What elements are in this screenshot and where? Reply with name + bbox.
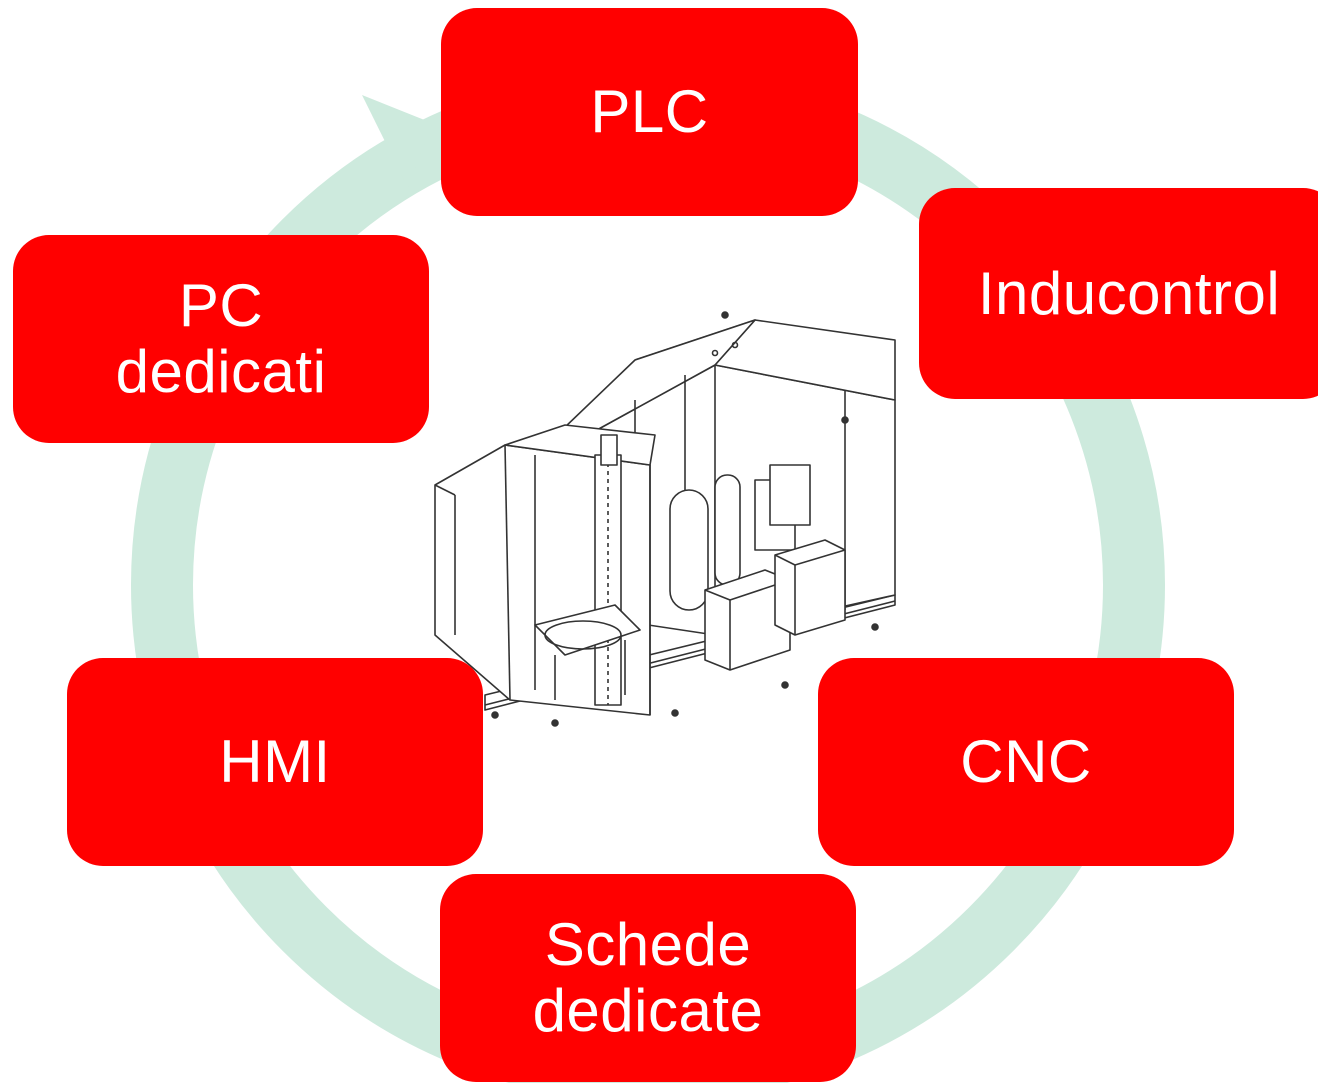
- node-inducontrol: Inducontrol: [919, 188, 1318, 399]
- node-pc-dedicati: PC dedicati: [13, 235, 429, 443]
- node-plc: PLC: [441, 8, 858, 216]
- node-cnc: CNC: [818, 658, 1234, 866]
- node-schede-dedicate: Schede dedicate: [440, 874, 856, 1082]
- machine-drawing-icon: [434, 311, 896, 727]
- node-hmi: HMI: [67, 658, 483, 866]
